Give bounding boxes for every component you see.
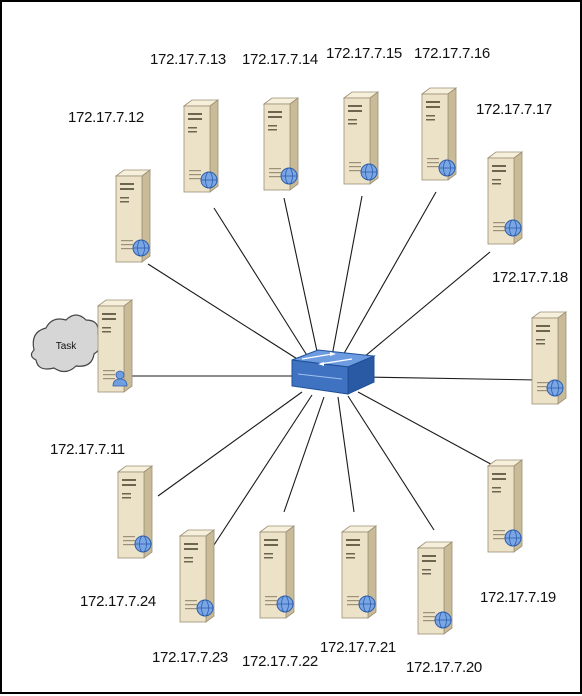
node-label: 172.17.7.12 [68,109,144,126]
network-switch-icon [291,349,376,395]
node-label: 172.17.7.22 [242,653,318,670]
node-host-17[interactable]: 172.17.7.17 [476,101,552,245]
node-host-23[interactable]: 172.17.7.23 [152,529,228,666]
links [130,191,539,549]
link-host-13 [213,207,309,358]
node-label: 172.17.7.20 [406,659,482,676]
node-host-20[interactable]: 172.17.7.20 [406,541,482,676]
node-host-24[interactable]: 172.17.7.24 [80,465,156,610]
node-host-15[interactable]: 172.17.7.15 [326,45,402,185]
node-label: 172.17.7.14 [242,51,318,68]
node-host-11[interactable]: 172.17.7.11 [50,299,133,458]
task-cloud-label: Task [56,341,78,352]
node-host-22[interactable]: 172.17.7.22 [242,525,318,670]
node-host-13[interactable]: 172.17.7.13 [150,51,226,193]
node-label: 172.17.7.18 [492,269,568,286]
link-host-24 [157,391,303,497]
task-cloud: Task [30,314,109,373]
node-label: 172.17.7.21 [320,639,396,656]
link-host-20 [347,395,435,531]
link-host-15 [331,195,363,357]
node-host-16[interactable]: 172.17.7.16 [414,45,490,181]
node-label: 172.17.7.15 [326,45,402,62]
node-label: 172.17.7.11 [50,441,125,458]
node-label: 172.17.7.16 [414,45,490,62]
node-host-14[interactable]: 172.17.7.14 [242,51,318,191]
link-host-12 [147,263,303,363]
link-host-14 [283,197,319,357]
node-label: 172.17.7.24 [80,593,156,610]
link-host-18 [361,376,539,381]
link-host-23 [211,394,313,549]
node-host-21[interactable]: 172.17.7.21 [320,525,396,656]
link-host-19 [357,391,499,469]
node-label: 172.17.7.19 [480,589,556,606]
node-host-18[interactable]: 172.17.7.18 [492,269,568,405]
node-label: 172.17.7.13 [150,51,226,68]
link-host-16 [341,191,437,358]
link-host-17 [357,251,491,363]
node-label: 172.17.7.23 [152,649,228,666]
link-host-22 [283,396,325,513]
link-host-21 [337,396,355,513]
node-label: 172.17.7.17 [476,101,552,118]
node-host-19[interactable]: 172.17.7.19 [480,459,556,606]
node-host-12[interactable]: 172.17.7.12 [68,109,151,263]
